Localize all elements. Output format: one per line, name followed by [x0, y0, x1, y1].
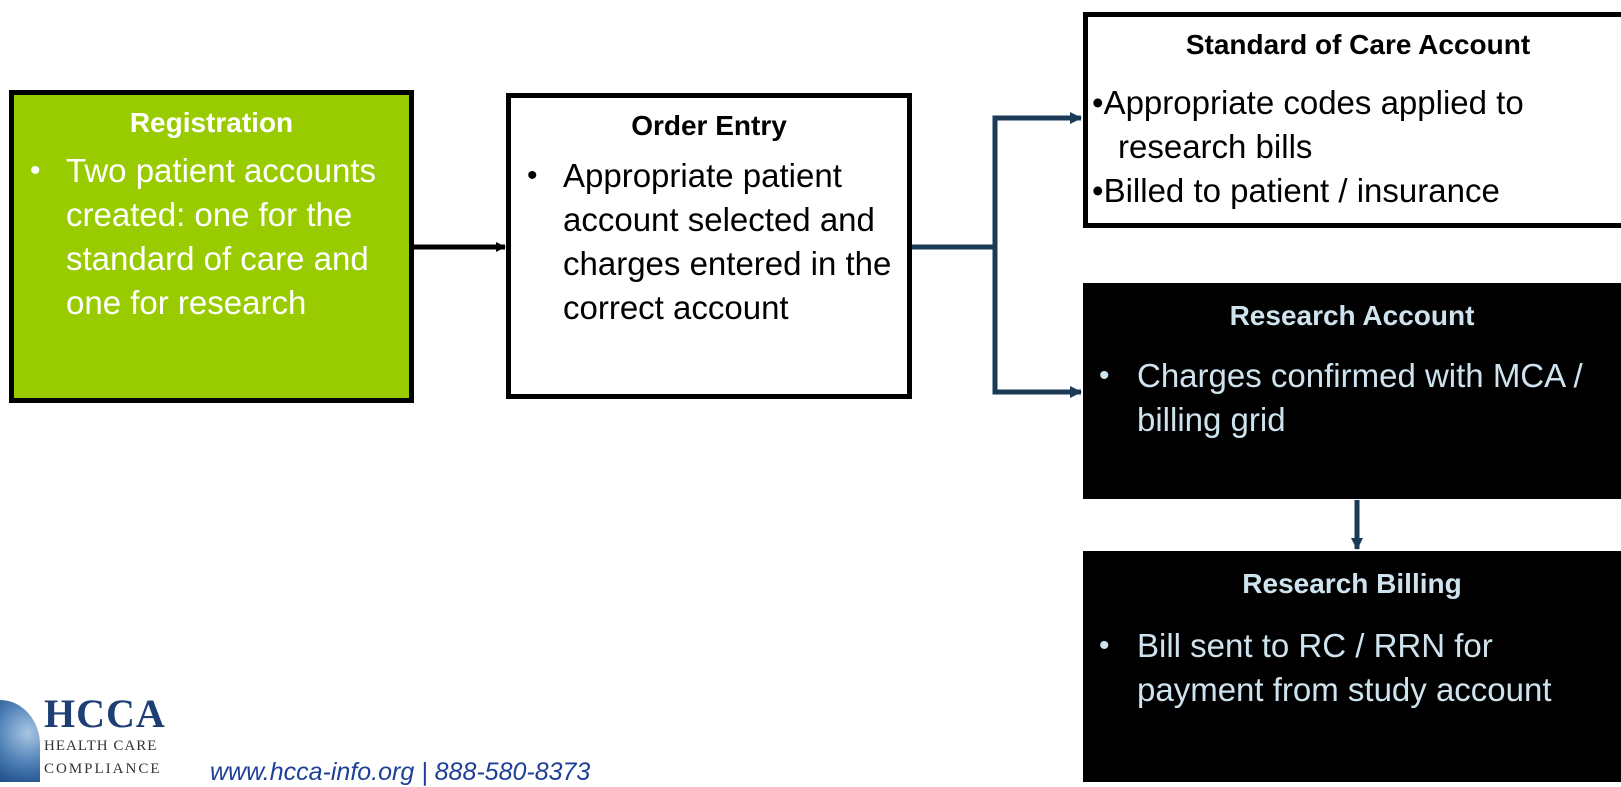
registration-bullet: Two patient accounts created: one for th…: [14, 149, 409, 325]
order-entry-title: Order Entry: [631, 110, 787, 141]
registration-title: Registration: [129, 107, 294, 138]
registration-box: Registration Two patient accounts create…: [9, 90, 414, 403]
logo-wordmark: HCCA: [44, 691, 166, 736]
registration-bullets: Two patient accounts created: one for th…: [14, 149, 409, 325]
logo-tagline-line1: HEALTH CARE: [44, 738, 158, 754]
research-account-bullets: Charges confirmed with MCA / billing gri…: [1083, 354, 1621, 442]
hcca-logo: HCCA HEALTH CARE COMPLIANCE: [0, 690, 170, 782]
standard-of-care-bullet: Appropriate codes applied to research bi…: [1088, 81, 1621, 169]
research-billing-box: Research Billing Bill sent to RC / RRN f…: [1083, 551, 1621, 782]
footer-contact-link[interactable]: www.hcca-info.org | 888-580-8373: [210, 758, 591, 786]
order-entry-bullet: Appropriate patient account selected and…: [511, 154, 907, 330]
research-account-title: Research Account: [1229, 300, 1475, 331]
standard-of-care-account-box: Standard of Care Account Appropriate cod…: [1083, 12, 1621, 228]
standard-of-care-bullets: Appropriate codes applied to research bi…: [1088, 81, 1621, 213]
research-account-box: Research Account Charges confirmed with …: [1083, 283, 1621, 499]
globe-icon: [0, 700, 40, 782]
research-billing-title: Research Billing: [1242, 568, 1462, 599]
research-account-bullet: Charges confirmed with MCA / billing gri…: [1083, 354, 1621, 442]
arrow-to-research-account: [992, 247, 1082, 398]
logo-tagline-line2: COMPLIANCE: [44, 761, 162, 777]
arrow-to-standard-of-care: [992, 112, 1082, 247]
order-entry-box: Order Entry Appropriate patient account …: [506, 93, 912, 399]
order-entry-bullets: Appropriate patient account selected and…: [511, 154, 907, 330]
research-billing-bullet: Bill sent to RC / RRN for payment from s…: [1083, 624, 1621, 712]
research-billing-bullets: Bill sent to RC / RRN for payment from s…: [1083, 624, 1621, 712]
standard-of-care-bullet: Billed to patient / insurance: [1088, 169, 1621, 213]
standard-of-care-title: Standard of Care Account: [1185, 29, 1531, 60]
